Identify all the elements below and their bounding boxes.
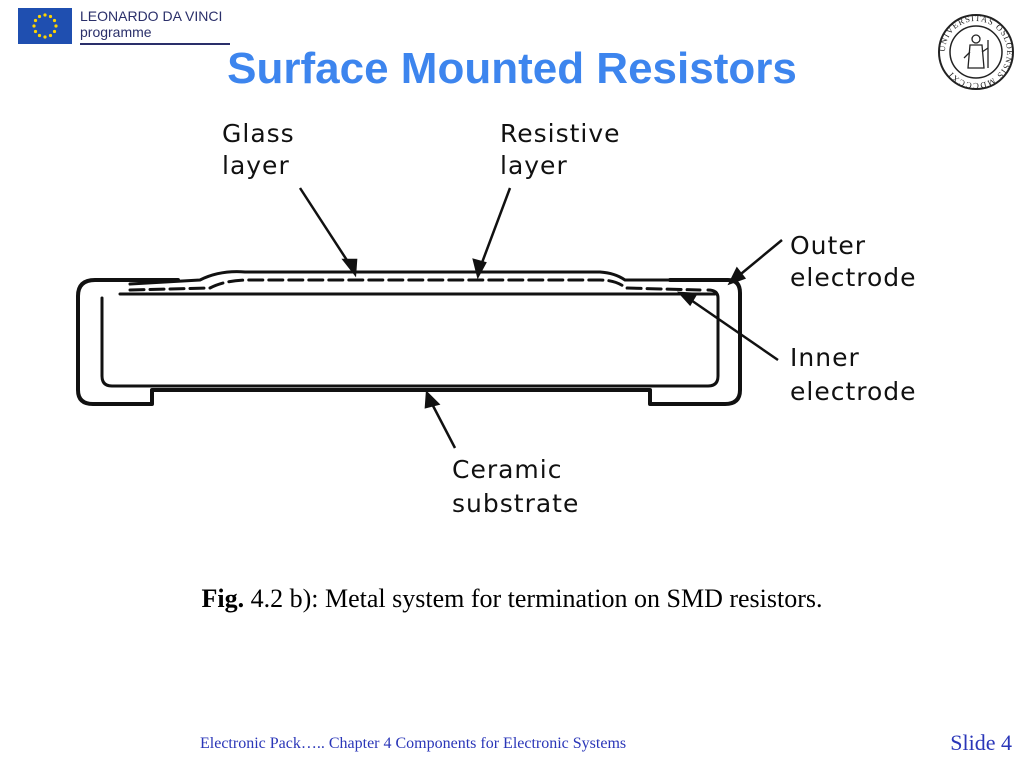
resistive-label-line2: layer xyxy=(500,151,568,180)
glass-label-line2: layer xyxy=(222,151,290,180)
leonardo-logo: LEONARDO DA VINCI programme xyxy=(18,6,233,46)
inner-electrode-label-line1: Inner xyxy=(790,343,860,372)
resistive-layer-shape xyxy=(128,278,702,292)
figure-caption: Fig. 4.2 b): Metal system for terminatio… xyxy=(0,584,1024,614)
university-seal-icon: UNIVERSITAS OSLOENSIS MDCCCXI xyxy=(937,13,1014,91)
slide-number: Slide 4 xyxy=(950,730,1012,755)
eu-flag-icon xyxy=(18,8,72,44)
caption-text: 4.2 b): Metal system for termination on … xyxy=(244,584,823,613)
programme-line1: LEONARDO DA VINCI xyxy=(80,8,223,24)
footer-text: Electronic Pack….. Chapter 4 Components … xyxy=(200,735,627,752)
logo-underline xyxy=(80,43,230,45)
smd-resistor-figure: Glass layer Resistive layer Outer electr… xyxy=(76,119,917,518)
glass-label-line1: Glass xyxy=(222,119,295,148)
outer-electrode-label-line2: electrode xyxy=(790,263,917,292)
ceramic-label-line2: substrate xyxy=(452,489,579,518)
ceramic-label-line1: Ceramic xyxy=(452,455,562,484)
ceramic-substrate-shape xyxy=(100,288,720,388)
outer-electrode-shape xyxy=(76,278,742,406)
resistive-label-line1: Resistive xyxy=(500,119,621,148)
programme-line2: programme xyxy=(80,24,152,40)
inner-electrode-label-line2: electrode xyxy=(790,377,917,406)
programme-name: LEONARDO DA VINCI programme xyxy=(80,8,222,40)
page-title: Surface Mounted Resistors xyxy=(227,44,797,93)
outer-electrode-label-line1: Outer xyxy=(790,231,866,260)
glass-layer-shape xyxy=(128,270,702,286)
caption-prefix: Fig. xyxy=(201,584,245,613)
